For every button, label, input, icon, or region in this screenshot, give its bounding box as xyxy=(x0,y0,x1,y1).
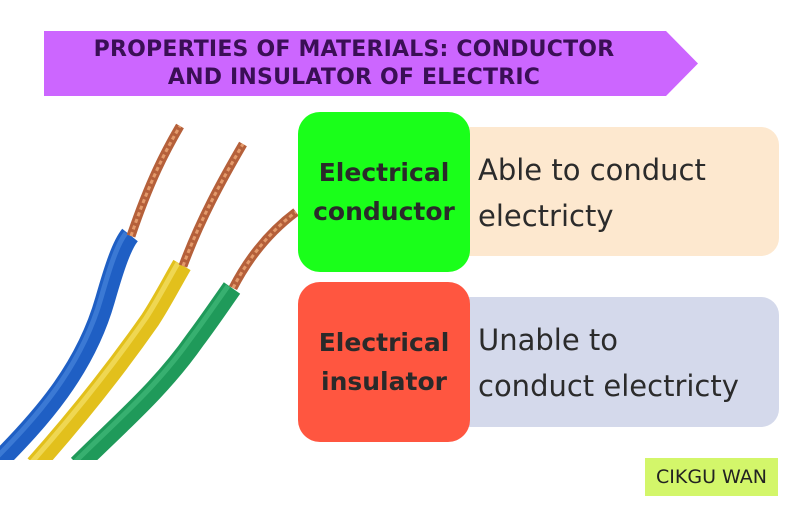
wires-illustration xyxy=(0,120,300,473)
conductor-row: • Able to conduct electricty Electrical … xyxy=(298,112,780,272)
conductor-label-line-2: conductor xyxy=(313,197,455,226)
conductor-desc-line-2: electricty xyxy=(478,199,614,233)
title-line-2: AND INSULATOR OF ELECTRIC xyxy=(167,64,541,90)
blue-wire-icon xyxy=(0,123,184,473)
insulator-label-line-1: Electrical xyxy=(318,328,450,357)
insulator-desc-text-1: Unable to xyxy=(478,323,619,357)
insulator-label: Electrical insulator xyxy=(298,282,470,442)
conductor-label-line-1: Electrical xyxy=(318,158,450,187)
insulator-desc-line-1: • Unable to xyxy=(458,317,759,363)
title-line-1: PROPERTIES OF MATERIALS: CONDUCTOR xyxy=(93,36,615,62)
insulator-label-line-2: insulator xyxy=(321,367,447,396)
yellow-wire-icon xyxy=(27,141,247,472)
conductor-description: • Able to conduct electricty xyxy=(448,127,779,256)
conductor-desc-line-1: • Able to conduct xyxy=(458,147,759,193)
insulator-desc-line-2: conduct electricty xyxy=(478,369,739,403)
insulator-row: • Unable to conduct electricty Electrica… xyxy=(298,282,780,442)
conductor-desc-text-1: Able to conduct xyxy=(478,153,706,187)
page-title: PROPERTIES OF MATERIALS: CONDUCTOR AND I… xyxy=(44,31,664,96)
conductor-label: Electrical conductor xyxy=(298,112,470,272)
insulator-description: • Unable to conduct electricty xyxy=(448,297,779,427)
title-banner: PROPERTIES OF MATERIALS: CONDUCTOR AND I… xyxy=(44,31,698,96)
credit-badge: CIKGU WAN xyxy=(645,458,778,496)
banner-arrow-shape xyxy=(44,31,698,96)
green-wire-icon xyxy=(70,208,299,473)
